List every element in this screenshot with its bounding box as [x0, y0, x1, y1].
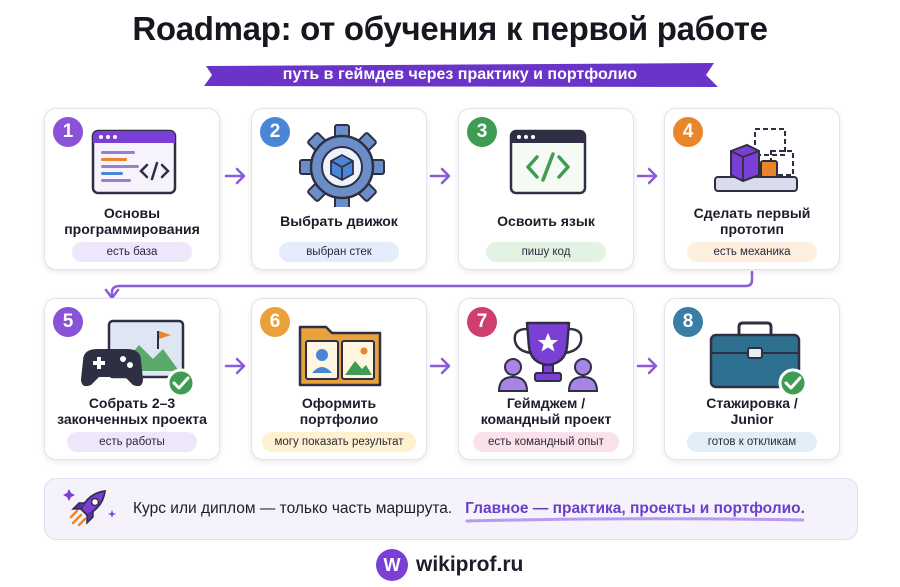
banner-accent-underline: [465, 517, 805, 523]
step-card-3: 3 Освоить язык пишу код: [458, 108, 634, 270]
gamepad-icon: [81, 311, 196, 397]
step-number-6: 6: [260, 307, 290, 337]
step-label-2: Выбрать движок: [280, 213, 398, 229]
page-subtitle: путь в геймдев через практику и портфоли…: [282, 66, 638, 83]
rocket-icon: [59, 485, 119, 535]
code-window-icon: [83, 121, 183, 207]
arrow-right-icon: [429, 357, 451, 375]
step-number-8: 8: [673, 307, 703, 337]
step-number-1: 1: [53, 117, 83, 147]
step-card-2: 2 Выбрать движок выбран: [251, 108, 427, 270]
step-tag-7: есть командный опыт: [473, 432, 619, 452]
trophy-team-icon: [497, 311, 599, 397]
portfolio-folder-icon: [290, 311, 390, 397]
brand-site-link[interactable]: wikiprof.ru: [416, 553, 524, 576]
step-card-8: 8 Стажировка /Junior готов к откликам: [664, 298, 840, 460]
banner-plain-text: Курс или диплом — только часть маршрута.: [133, 500, 453, 517]
arrow-right-icon: [636, 357, 658, 375]
step-tag-3: пишу код: [486, 242, 606, 262]
gear-cube-icon: [290, 121, 390, 210]
step-number-7: 7: [467, 307, 497, 337]
step-number-4: 4: [673, 117, 703, 147]
arrow-right-icon: [636, 167, 658, 185]
step-label-3: Освоить язык: [497, 213, 595, 229]
step-number-3: 3: [467, 117, 497, 147]
banner-text: Курс или диплом — только часть маршрута.…: [133, 479, 805, 539]
step-label-8: Стажировка /Junior: [706, 395, 798, 427]
step-card-7: 7 Геймджем /командный проект есть команд…: [458, 298, 634, 460]
key-message-banner: Курс или диплом — только часть маршрута.…: [44, 478, 858, 540]
arrow-right-icon: [224, 357, 246, 375]
step-number-5: 5: [53, 307, 83, 337]
banner-accent-text: Главное — практика, проекты и портфолио.: [465, 500, 805, 523]
step-number-2: 2: [260, 117, 290, 147]
step-tag-4: есть механика: [687, 242, 817, 262]
arrow-right-icon: [224, 167, 246, 185]
subtitle-brush-stroke: [204, 63, 718, 87]
code-brackets-icon: [497, 121, 597, 207]
arrow-right-icon: [429, 167, 451, 185]
step-tag-8: готов к откликам: [687, 432, 817, 452]
brand-logo: W: [376, 549, 408, 581]
step-tag-6: могу показать результат: [262, 432, 416, 452]
step-tag-2: выбран стек: [279, 242, 399, 262]
row-connector-arrow: [104, 270, 754, 300]
page-title: Roadmap: от обучения к первой работе: [132, 10, 768, 47]
briefcase-icon: [703, 311, 808, 397]
prototype-blocks-icon: [703, 121, 803, 207]
step-tag-1: есть база: [72, 242, 192, 262]
step-label-7: Геймджем /командный проект: [480, 395, 612, 427]
subtitle-band: путь в геймдев через практику и портфоли…: [200, 61, 720, 89]
step-tag-5: есть работы: [67, 432, 197, 452]
